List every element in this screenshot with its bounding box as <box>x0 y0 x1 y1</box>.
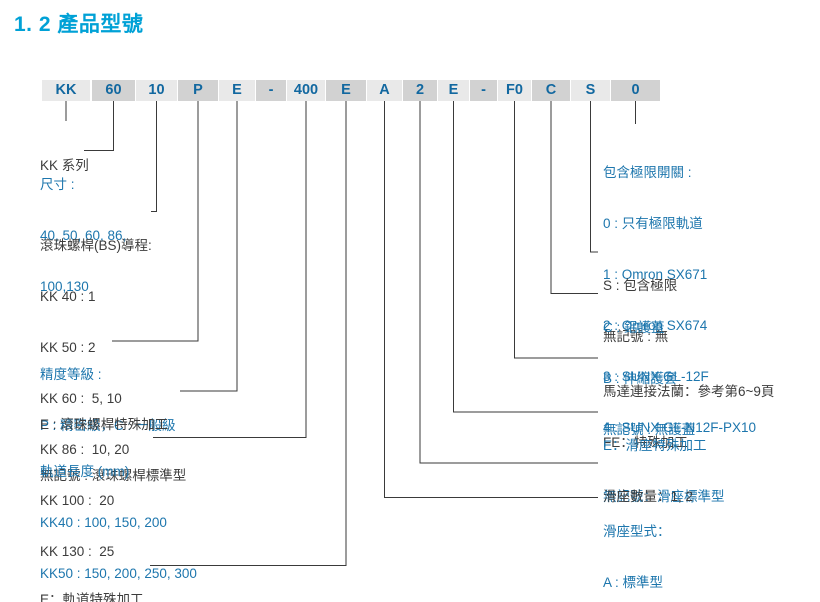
label-screw-special: E : 滾珠螺桿特殊加工 無記號 : 滾珠螺桿標準型 <box>40 382 186 518</box>
connector-motor-flange <box>513 101 598 359</box>
label-line: 無記號：滑座標準型 <box>603 489 725 504</box>
model-code-segment-kk: KK <box>42 80 90 101</box>
connector-size <box>84 101 115 152</box>
label-line: C : 鋁護蓋 <box>603 320 665 335</box>
label-line: 滾珠螺桿(BS)導程: <box>40 238 152 253</box>
label-line: E：軌道特殊加工 <box>40 592 144 602</box>
label-line: KK50 : 150, 200, 250, 300 <box>40 566 197 581</box>
label-lead: 滾珠螺桿(BS)導程: KK 40 : 1 KK 50 : 2 KK 60 : … <box>40 203 152 594</box>
label-limit: S : 包含極限 無記號 : 無 <box>603 243 677 379</box>
label-line: KK 100 : 20 <box>40 493 115 508</box>
model-code-segment-length: 400 <box>287 80 325 101</box>
label-rail-length: 軌道長度 (mm) KK40 : 100, 150, 200 KK50 : 15… <box>40 429 264 602</box>
label-line: KK 40 : 1 <box>40 289 96 304</box>
label-line: E : 滾珠螺桿特殊加工 <box>40 417 169 432</box>
label-line: 馬達連接法蘭：參考第6~9頁 <box>603 384 775 399</box>
label-slide-count: 滑座數量：1, 2 <box>603 454 693 539</box>
connector-limit <box>589 101 598 253</box>
label-slide-special: E：滑座特殊加工 無記號：滑座標準型 <box>603 403 725 539</box>
label-line: 3 : SUNX GL-12F <box>603 369 709 384</box>
label-line: KK 60 : 5, 10 <box>40 391 122 406</box>
label-line: 無記號 : 無護蓋 <box>603 422 696 437</box>
model-code-segment-rail: E <box>326 80 366 101</box>
label-line: 包含極限開關 : <box>603 165 692 180</box>
model-code-segment-switch: 0 <box>611 80 660 101</box>
connector-accuracy <box>112 101 199 342</box>
model-code-segment-lead: 10 <box>136 80 177 101</box>
connector-slide-type <box>383 101 598 499</box>
label-line: FE：特殊加工 <box>603 435 688 450</box>
label-line: 尺寸 : <box>40 177 75 192</box>
label-line: 100,130 <box>40 279 89 294</box>
label-line: KK40 : 100, 150, 200 <box>40 515 167 530</box>
label-line: B : 伸縮護套 <box>603 371 678 386</box>
label-motor-flange: 馬達連接法蘭：參考第6~9頁 FE：特殊加工 <box>603 349 774 485</box>
label-line: 4 : SUNX GL-N12F-PX10 <box>603 420 757 435</box>
label-line: 2 : Omron SX674 <box>603 318 708 333</box>
model-code-segment-dash1: - <box>256 80 286 101</box>
model-code-segment-size: 60 <box>92 80 135 101</box>
model-code-segment-screw: E <box>219 80 255 101</box>
model-code-segment-type: A <box>367 80 402 101</box>
label-line: KK 系列 <box>40 158 89 173</box>
connector-screw-special <box>180 101 238 392</box>
connector-slide-special <box>452 101 598 413</box>
label-size: 尺寸 : 40, 50, 60, 86, 100,130 <box>40 142 126 329</box>
label-cover: C : 鋁護蓋 B : 伸縮護套 無記號 : 無護蓋 <box>603 285 695 472</box>
label-line: 無記號 : 無 <box>603 329 669 344</box>
model-code-segment-grade: P <box>178 80 218 101</box>
label-line: 滑座型式： <box>603 524 671 539</box>
connector-rail-special <box>150 101 347 567</box>
label-rail-special: E：軌道特殊加工 無記號：軌道標準型 <box>40 557 162 602</box>
model-code-segment-cover: C <box>532 80 570 101</box>
label-line: 無記號 : 滾珠螺桿標準型 <box>40 468 187 483</box>
connector-cover <box>550 101 598 295</box>
label-line: 1 : Omron SX671 <box>603 267 708 282</box>
label-line: KK 50 : 2 <box>40 340 96 355</box>
label-line: E：滑座特殊加工 <box>603 438 707 453</box>
label-line: 精度等級 : <box>40 367 102 382</box>
label-line: KK 86 : 10, 20 <box>40 442 130 457</box>
label-slide-type: 滑座型式： A : 標準型 S : 輕載型 <box>603 489 671 602</box>
model-code-segment-count: 2 <box>403 80 437 101</box>
label-limit-switch: 包含極限開關 : 0 : 只有極限軌道 1 : Omron SX671 2 : … <box>603 130 756 470</box>
connector-rail-length <box>153 101 307 439</box>
label-line: P : 精密級，C : 一般級 <box>40 418 176 433</box>
label-line: 0 : 只有極限軌道 <box>603 216 703 231</box>
label-line: S : 包含極限 <box>603 278 678 293</box>
label-line: 40, 50, 60, 86, <box>40 228 127 243</box>
model-code-segment-dash2: - <box>470 80 497 101</box>
connector-lead <box>151 101 158 213</box>
label-line: KK 130 : 25 <box>40 544 115 559</box>
model-code-segment-slide: E <box>438 80 469 101</box>
label-line: A : 標準型 <box>603 575 664 590</box>
label-series: KK 系列 <box>40 123 89 208</box>
connector-slide-count <box>419 101 598 464</box>
model-code-segment-limit: S <box>571 80 610 101</box>
section-title: 1. 2 產品型號 <box>14 13 144 36</box>
label-line: 滑座數量：1, 2 <box>603 489 694 504</box>
label-accuracy: 精度等級 : P : 精密級，C : 一般級 <box>40 332 176 468</box>
model-code-segment-flange: F0 <box>498 80 531 101</box>
label-line: 軌道長度 (mm) <box>40 464 130 479</box>
